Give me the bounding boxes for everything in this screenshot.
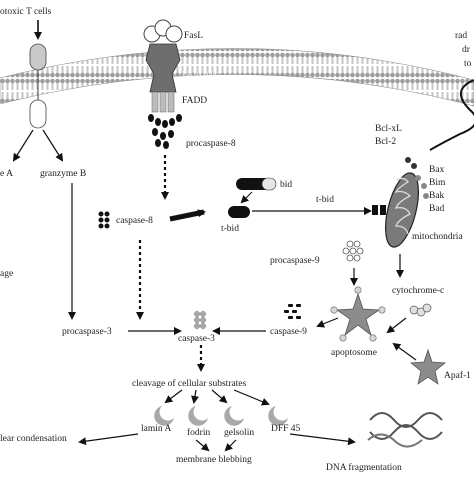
label-fasl: FasL bbox=[184, 31, 203, 41]
label-bad: Bad bbox=[429, 204, 445, 214]
label-granzyme-a: e A bbox=[0, 169, 13, 179]
cell-membrane bbox=[0, 48, 474, 107]
cleavage-to-fodrin bbox=[191, 389, 199, 404]
apoptosome-caspase-dots bbox=[330, 286, 386, 342]
label-fadd: FADD bbox=[182, 96, 207, 106]
label-cleavage-substrates: cleavage of cellular substrates bbox=[132, 378, 247, 389]
label-t-bid-left: t-bid bbox=[221, 224, 239, 234]
label-bcl-2: Bcl-2 bbox=[375, 137, 396, 147]
substrate-crescent-icons bbox=[154, 406, 288, 426]
caspase8-to-bid-arrow bbox=[169, 209, 206, 222]
label-lamin-a: lamin A bbox=[141, 424, 171, 434]
label-right-edge-top: rad bbox=[455, 31, 467, 41]
gelsolin-to-blebbing bbox=[224, 439, 237, 452]
cleavage-to-dff45 bbox=[233, 389, 270, 406]
label-mitochondria: mitochondria bbox=[412, 232, 463, 242]
procaspase-8-dots bbox=[148, 114, 182, 149]
fadd-stalk bbox=[159, 91, 167, 113]
label-fodrin: fodrin bbox=[187, 427, 210, 438]
apaf1-to-apoptosome bbox=[392, 342, 417, 361]
mitochondrion bbox=[384, 172, 420, 248]
cleavage-to-gelsolin bbox=[211, 389, 228, 404]
label-bak: Bak bbox=[429, 191, 445, 201]
label-t-bid-right: t-bid bbox=[316, 195, 334, 205]
t-bid-icon-mito bbox=[380, 205, 386, 215]
label-dna-fragmentation: DNA fragmentation bbox=[326, 462, 402, 473]
transmembrane-protein bbox=[429, 79, 474, 151]
granzyme-b-branch bbox=[42, 129, 64, 162]
cleavage-to-lamin bbox=[164, 389, 183, 404]
label-right-edge-low: to bbox=[464, 59, 472, 69]
caspase-3-icon bbox=[194, 311, 206, 329]
cytochrome-c-to-apoptosome bbox=[386, 317, 407, 334]
procaspase-9-icon bbox=[342, 240, 364, 262]
fasl-ligand bbox=[165, 25, 183, 43]
label-bim: Bim bbox=[429, 178, 446, 188]
label-cytotoxic-t-cells: otoxic T cells bbox=[0, 7, 52, 17]
perforin-channel-lower bbox=[29, 99, 47, 129]
dna-helix-icon bbox=[367, 412, 443, 448]
label-caspase-8: caspase-8 bbox=[116, 216, 153, 226]
dff45-to-dna bbox=[289, 433, 356, 446]
label-procaspase-8: procaspase-8 bbox=[186, 139, 236, 149]
caspase-9-icon bbox=[284, 304, 301, 319]
label-gelsolin: gelsolin bbox=[224, 428, 254, 438]
apaf-1-star bbox=[409, 348, 447, 385]
label-caspase-9: caspase-9 bbox=[270, 327, 307, 337]
lamin-to-condensation bbox=[78, 433, 139, 446]
label-bid: bid bbox=[280, 180, 292, 190]
fadd-stalk bbox=[151, 91, 159, 113]
label-procaspase-3: procaspase-3 bbox=[62, 327, 112, 337]
label-caspase-3: caspase-3 bbox=[178, 334, 215, 344]
label-granzyme-b: granzyme B bbox=[40, 169, 86, 179]
label-nuclear-condensation: lear condensation bbox=[0, 434, 67, 444]
label-bax: Bax bbox=[429, 165, 445, 175]
label-procaspase-9: procaspase-9 bbox=[270, 256, 320, 266]
label-membrane-blebbing: membrane blebbing bbox=[176, 455, 252, 465]
caspase-8-icon bbox=[98, 211, 110, 229]
t-bid-icon-mito bbox=[372, 205, 378, 215]
label-fas-receptor: Fas receptor bbox=[182, 69, 219, 78]
bcl-2-dots bbox=[405, 157, 417, 169]
granzyme-a-branch bbox=[12, 129, 34, 162]
perforin-channel bbox=[29, 43, 47, 71]
bid-cleavage-arrow bbox=[240, 191, 253, 204]
fadd-stalk bbox=[167, 91, 175, 113]
mitochondrion-cristae bbox=[394, 177, 412, 235]
label-apoptosome: apoptosome bbox=[331, 348, 377, 358]
label-right-edge-mid: dr bbox=[462, 45, 471, 55]
cytochrome-c-icon bbox=[409, 303, 432, 317]
bid-icon-cap bbox=[261, 177, 277, 191]
fodrin-to-blebbing bbox=[195, 439, 210, 452]
label-cleavage-left: age bbox=[0, 269, 13, 279]
pro-apoptotic-dots bbox=[415, 175, 429, 199]
label-dff45: DFF 45 bbox=[271, 424, 301, 434]
t-bid-icon bbox=[228, 206, 250, 218]
apoptosome-to-caspase9 bbox=[316, 317, 339, 328]
apoptosome-star bbox=[335, 292, 381, 337]
label-bcl-xl: Bcl-xL bbox=[375, 124, 402, 134]
fas-receptor bbox=[145, 43, 181, 93]
label-apaf-1: Apaf-1 bbox=[444, 370, 471, 381]
label-cytochrome-c: cytochrome-c bbox=[392, 286, 444, 296]
